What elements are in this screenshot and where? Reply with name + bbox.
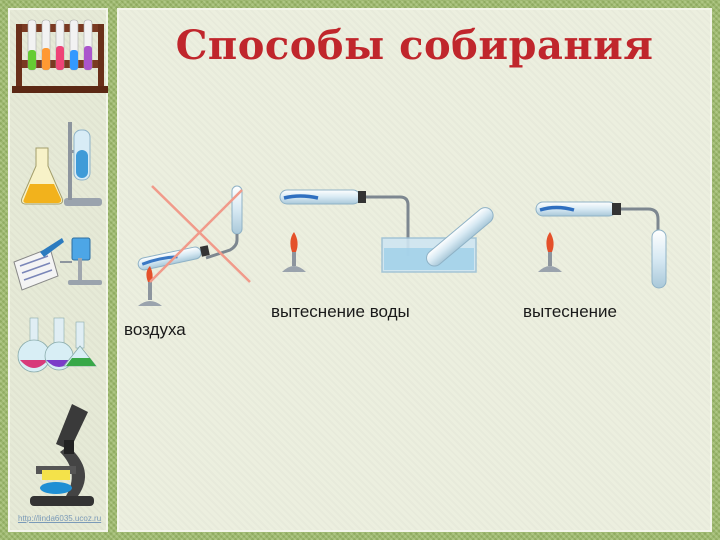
crossed-out-method	[137, 185, 251, 306]
page-title: Способы собирания	[175, 22, 654, 69]
lab-notebook-icon	[13, 237, 102, 291]
water-displacement-setup	[279, 189, 494, 273]
caption-water-displacement: вытеснение воды	[271, 302, 410, 321]
flask-and-stand-icon	[21, 122, 102, 206]
round-flasks-icon	[17, 317, 97, 373]
test-tube-rack-icon	[12, 19, 108, 93]
microscope-icon	[30, 404, 94, 506]
air-displacement-setup	[535, 201, 667, 289]
caption-air-displacement-part1: вытеснение	[523, 302, 617, 321]
caption-air-displacement-part2: воздуха	[124, 320, 186, 339]
footer-link[interactable]: http://linda6035.ucoz.ru	[18, 514, 102, 523]
decorative-sidebar	[8, 8, 108, 532]
